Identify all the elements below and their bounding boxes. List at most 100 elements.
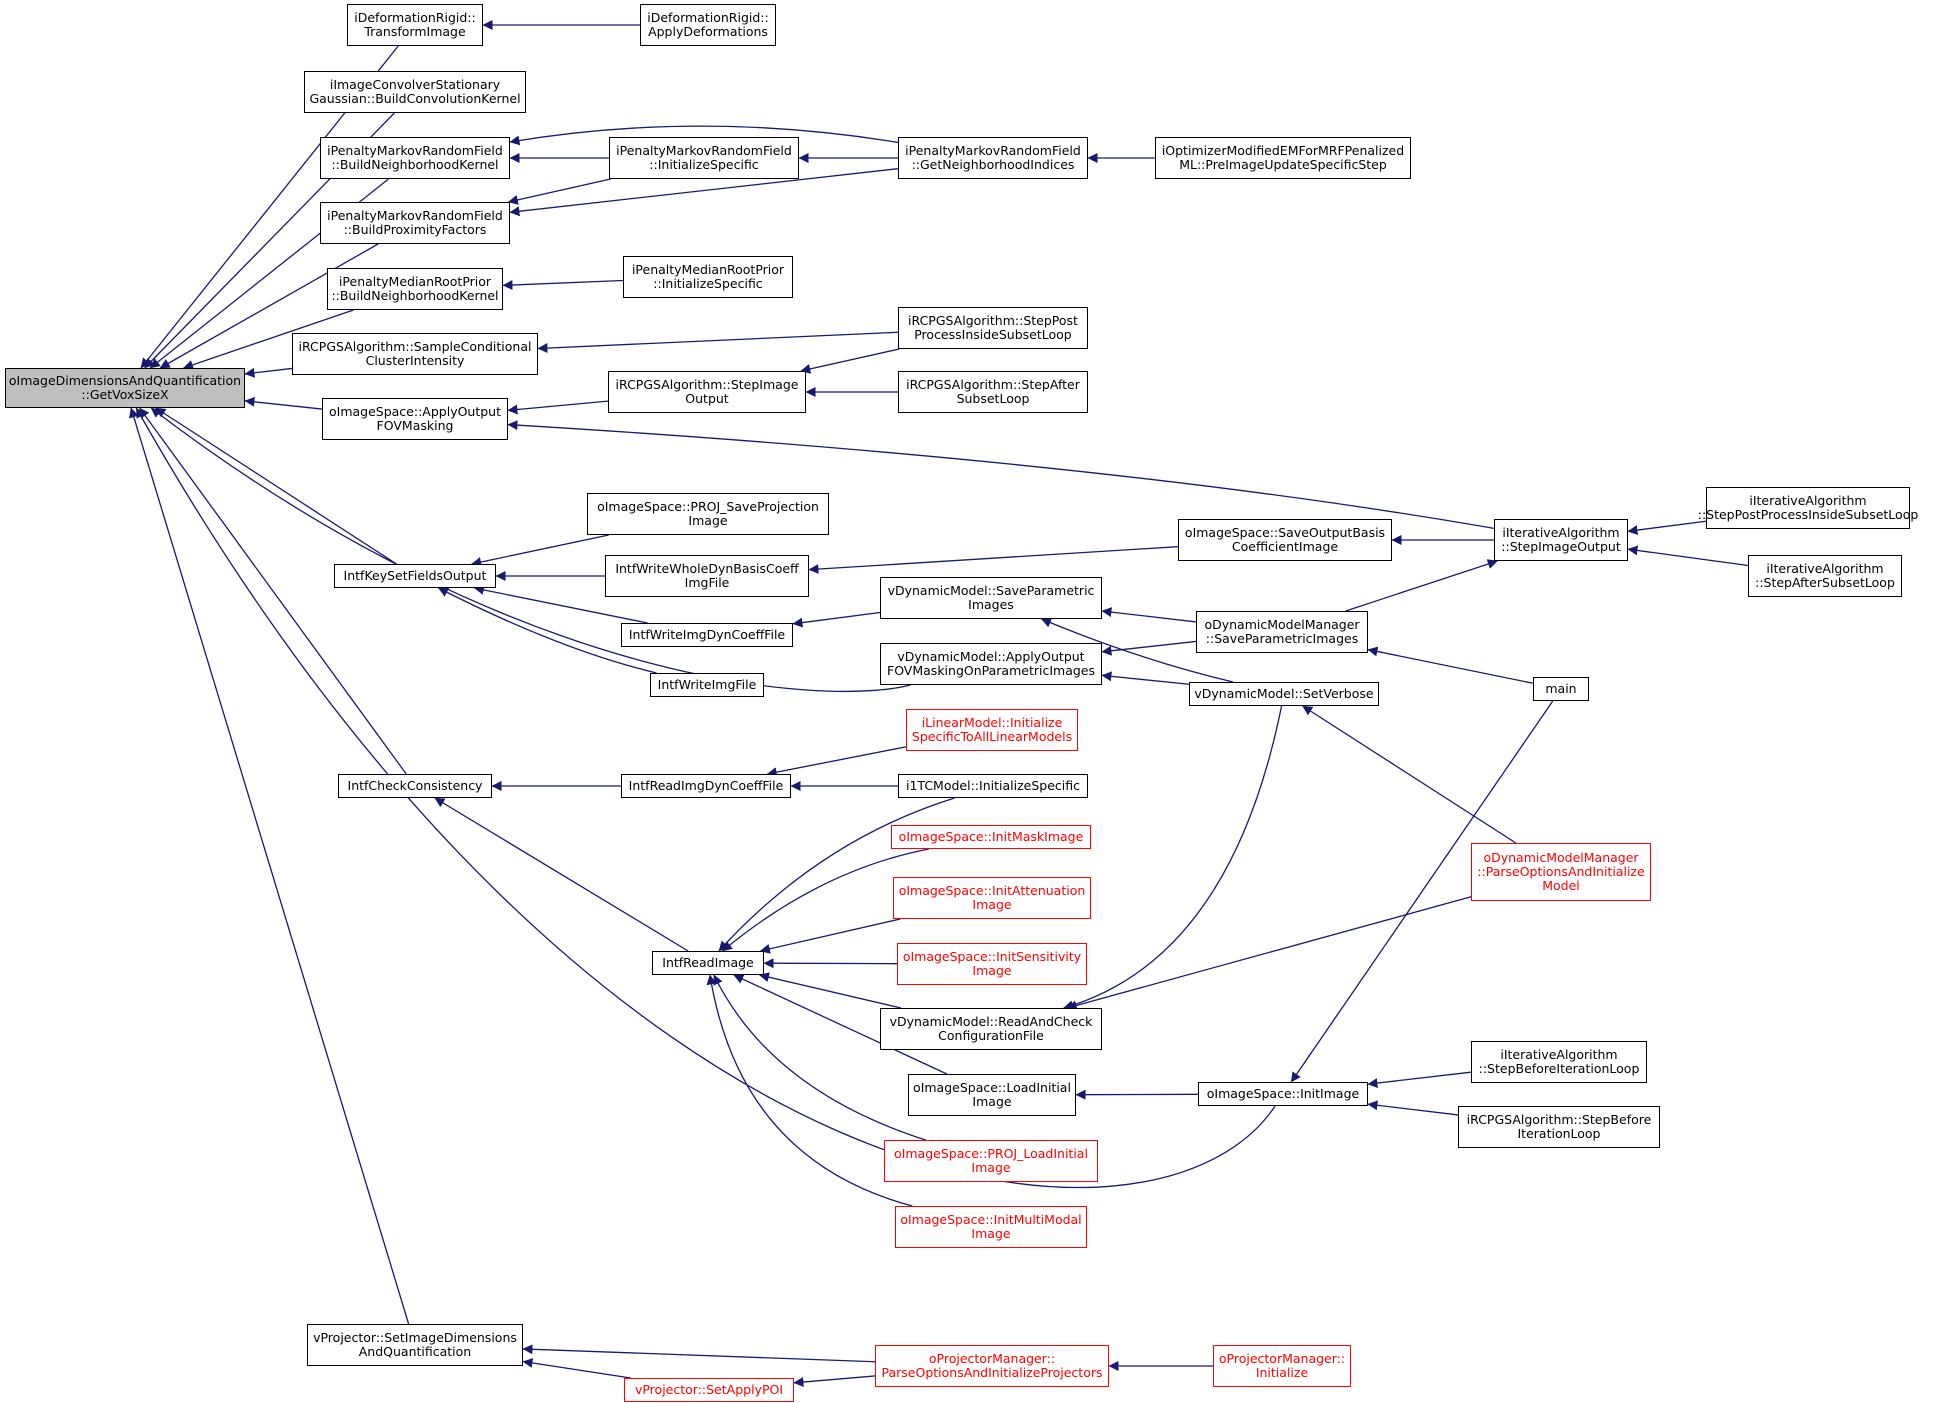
node-label-line: oImageSpace::ApplyOutput (328, 404, 502, 419)
node-check-consistency[interactable]: IntfCheckConsistency (338, 774, 492, 798)
node-label-line: ::ParseOptionsAndInitialize (1477, 864, 1645, 879)
node-write-img-dyn-coeff[interactable]: IntfWriteImgDynCoeffFile (621, 623, 793, 647)
node-pmrp-initialize-specific[interactable]: iPenaltyMedianRootPrior::InitializeSpeci… (623, 256, 793, 298)
node-dynmgr-parse-options[interactable]: oDynamicModelManager::ParseOptionsAndIni… (1471, 843, 1651, 901)
node-projmgr-initialize[interactable]: oProjectorManager::Initialize (1213, 1345, 1351, 1387)
node-label-line: ParseOptionsAndInitializeProjectors (881, 1365, 1103, 1380)
node-label-line: Image (972, 1094, 1012, 1109)
node-label-line: iRCPGSAlgorithm::StepPost (908, 313, 1078, 328)
node-label-line: Model (1542, 878, 1580, 893)
edge-dynMgrSave-to-dynSaveParam (1101, 607, 1197, 623)
node-label-line: ::StepImageOutput (1501, 539, 1621, 554)
edge-dynMgrSave-to-iterStepImage (1345, 559, 1498, 612)
edge-rcpgsStepImage-to-imgSpaceApplyFOV (507, 400, 609, 415)
node-label-line: Images (968, 597, 1014, 612)
edge-dynMgrParse-to-dynSetVerbose (1302, 705, 1517, 844)
edge-initMultiModal-to-readImage (706, 974, 913, 1207)
node-label-line: ProcessInsideSubsetLoop (914, 327, 1072, 342)
node-pmrp-build-neighborhood-kernel[interactable]: iPenaltyMedianRootPrior::BuildNeighborho… (327, 268, 503, 310)
node-iterative-step-post-process[interactable]: iIterativeAlgorithm::StepPostProcessInsi… (1698, 487, 1918, 529)
node-label-line: i1TCModel::InitializeSpecific (906, 778, 1080, 793)
edge-dynSaveParam-to-writeImgDyn (792, 611, 881, 628)
node-pmrf-build-proximity-factors[interactable]: iPenaltyMarkovRandomField::BuildProximit… (320, 202, 510, 244)
node-label-line: ::GetNeighborhoodIndices (911, 157, 1075, 172)
node-iterative-step-image-output[interactable]: iIterativeAlgorithm::StepImageOutput (1494, 519, 1628, 561)
node-label-line: IntfKeySetFieldsOutput (343, 568, 487, 583)
node-label-line: Image (972, 963, 1012, 978)
node-deformation-apply-deformations[interactable]: iDeformationRigid::ApplyDeformations (640, 4, 776, 46)
node-imagespace-init-image[interactable]: oImageSpace::InitImage (1198, 1082, 1368, 1106)
node-projector-set-apply-poi[interactable]: vProjector::SetApplyPOI (624, 1378, 794, 1402)
node-dynamic-set-verbose[interactable]: vDynamicModel::SetVerbose (1189, 682, 1379, 706)
node-label-line: main (1545, 681, 1577, 696)
node-label-line: IterationLoop (1517, 1126, 1601, 1141)
node-label-line: oProjectorManager:: (928, 1351, 1056, 1366)
node-label-line: oImageSpace::InitSensitivity (902, 949, 1082, 964)
edge-initAtten-to-readImage (759, 918, 901, 954)
node-pmrf-build-neighborhood-kernel[interactable]: iPenaltyMarkovRandomField::BuildNeighbor… (320, 137, 510, 179)
node-pmrf-get-neighborhood-indices[interactable]: iPenaltyMarkovRandomField::GetNeighborho… (898, 137, 1088, 179)
node-label-line: Initialize (1255, 1365, 1309, 1380)
edge-iterStepPost-to-iterStepImage (1627, 520, 1707, 536)
node-1tc-initialize-specific[interactable]: i1TCModel::InitializeSpecific (898, 774, 1088, 798)
node-label-line: ::BuildNeighborhoodKernel (331, 157, 499, 172)
edge-imgSpaceInitImage-to-root (135, 407, 1276, 1189)
node-label-line: SpecificToAllLinearModels (911, 729, 1073, 744)
edge-readImage-to-checkConsistency (434, 797, 689, 952)
edge-projMgrParse-to-projSetImageDim (522, 1344, 876, 1363)
node-label-line: vDynamicModel::ApplyOutput (897, 649, 1085, 664)
node-iterative-step-before-iteration[interactable]: iIterativeAlgorithm::StepBeforeIteration… (1471, 1041, 1647, 1083)
node-key-set-fields-output[interactable]: IntfKeySetFieldsOutput (334, 564, 496, 588)
node-label-line: Gaussian::BuildConvolutionKernel (309, 91, 521, 106)
node-read-img-dyn-coeff[interactable]: IntfReadImgDynCoeffFile (621, 774, 791, 798)
node-label-line: oImageSpace::InitMultiModal (900, 1212, 1082, 1227)
node-label-line: FOVMaskingOnParametricImages (887, 663, 1095, 678)
edge-linearInit-to-readImgDyn (766, 746, 907, 778)
node-projmgr-parse-options[interactable]: oProjectorManager::ParseOptionsAndInitia… (875, 1345, 1109, 1387)
node-write-img-file[interactable]: IntfWriteImgFile (650, 673, 764, 697)
edge-main-to-dynMgrSave (1367, 646, 1534, 684)
node-read-image[interactable]: IntfReadImage (652, 951, 764, 975)
node-label-line: oImageSpace::InitImage (1206, 1086, 1360, 1101)
node-imagespace-init-mask[interactable]: oImageSpace::InitMaskImage (891, 825, 1091, 849)
edge-projSaveProjection-to-keySetFields (471, 534, 609, 567)
node-main[interactable]: main (1533, 677, 1589, 701)
node-label-line: AndQuantification (358, 1344, 472, 1359)
node-label-line: ::StepPostProcessInsideSubsetLoop (1697, 507, 1919, 522)
edge-dynMgrParse-to-dynReadCheck (1066, 896, 1472, 1011)
node-pmrf-initialize-specific[interactable]: iPenaltyMarkovRandomField::InitializeSpe… (609, 137, 799, 179)
node-iterative-step-after-subset[interactable]: iIterativeAlgorithm::StepAfterSubsetLoop (1748, 555, 1902, 597)
edge-dynReadCheck-to-readImage (758, 972, 902, 1009)
node-label-line: iDeformationRigid:: (354, 10, 476, 25)
node-label-line: vDynamicModel::ReadAndCheck (889, 1014, 1093, 1029)
node-label-line: ::InitializeSpecific (649, 157, 759, 172)
edge-dynSetVerbose-to-dynApplyFOV (1101, 671, 1190, 685)
node-dynmgr-save-parametric[interactable]: oDynamicModelManager::SaveParametricImag… (1196, 611, 1368, 653)
edge-dynMgrSave-to-dynApplyFOV (1101, 640, 1197, 656)
node-deformation-transform-image[interactable]: iDeformationRigid::TransformImage (347, 4, 483, 46)
node-label-line: iPenaltyMedianRootPrior (338, 274, 492, 289)
edge-imgSpaceApplyFOV-to-root (244, 396, 323, 410)
